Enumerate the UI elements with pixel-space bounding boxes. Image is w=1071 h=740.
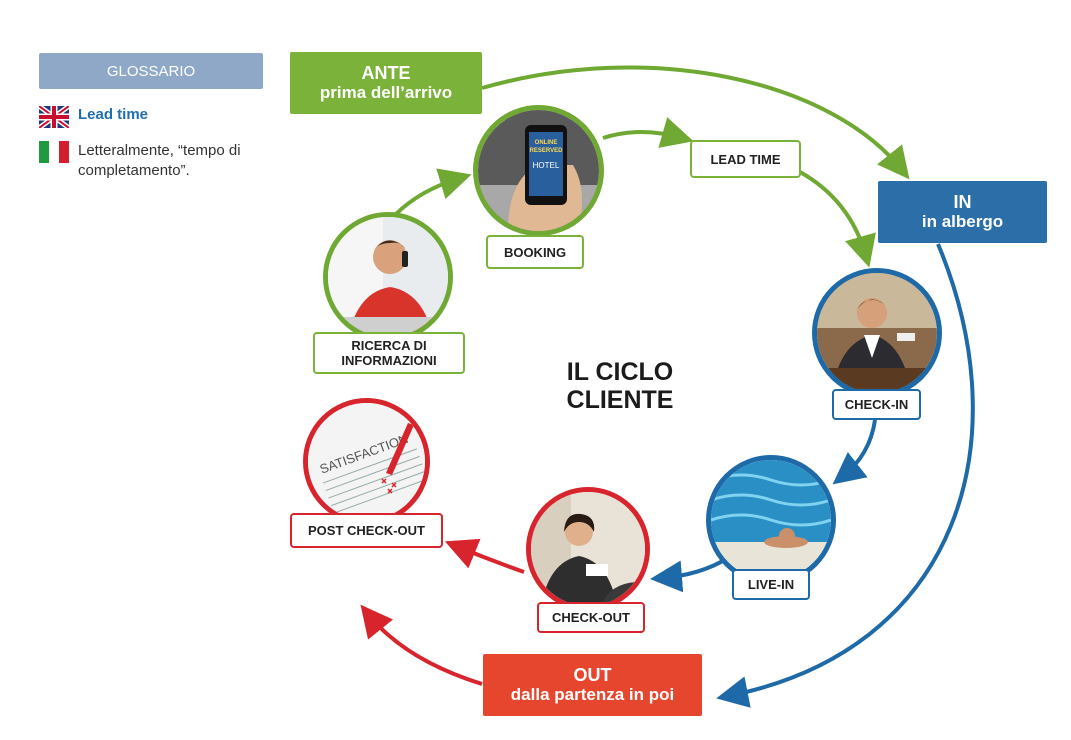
italy-flag-icon bbox=[39, 141, 69, 163]
phase-in-title: IN bbox=[953, 192, 972, 212]
uk-flag-icon bbox=[39, 106, 69, 128]
phase-out-subtitle: dalla partenza in poi bbox=[510, 685, 675, 704]
cycle-title: IL CICLO CLIENTE bbox=[566, 358, 674, 414]
phase-in-subtitle: in albergo bbox=[921, 212, 1004, 231]
step-ricerca-label: RICERCA DI INFORMAZIONI bbox=[341, 338, 437, 368]
arrow-checkout-to-post bbox=[444, 538, 525, 574]
step-lead-time: LEAD TIME bbox=[690, 140, 801, 178]
arrow-leadtime-to-checkin bbox=[799, 170, 876, 268]
post-check-out-photo: SATISFACTION bbox=[303, 398, 430, 525]
phone-screen-line2: RESERVED bbox=[530, 148, 564, 154]
step-post-check-out-label: POST CHECK-OUT bbox=[308, 523, 425, 538]
man-on-phone-illustration bbox=[328, 217, 448, 337]
arrow-in-to-out bbox=[716, 243, 975, 708]
glossary-definition-row: Letteralmente, “tempo di completamento”. bbox=[39, 141, 263, 181]
phase-out: OUT dalla partenza in poi bbox=[483, 654, 702, 716]
check-in-photo bbox=[812, 268, 942, 398]
step-live-in-label: LIVE-IN bbox=[747, 577, 795, 592]
glossary-definition: Letteralmente, “tempo di completamento”. bbox=[78, 142, 241, 179]
phase-in: IN in albergo bbox=[878, 181, 1047, 243]
step-booking: BOOKING bbox=[486, 235, 584, 269]
arrow-booking-to-leadtime bbox=[602, 117, 694, 148]
phase-out-title: OUT bbox=[573, 665, 612, 685]
step-live-in: LIVE-IN bbox=[732, 569, 810, 600]
arrow-livein-to-checkout bbox=[650, 556, 730, 593]
glossary-term-row: Lead time bbox=[39, 106, 148, 128]
arrow-checkin-to-livein bbox=[832, 419, 877, 485]
glossary-header: GLOSSARIO bbox=[39, 53, 263, 89]
satisfaction-survey-illustration: SATISFACTION bbox=[308, 403, 425, 520]
step-post-check-out: POST CHECK-OUT bbox=[290, 513, 443, 548]
step-booking-label: BOOKING bbox=[503, 244, 567, 260]
step-check-out: CHECK-OUT bbox=[537, 602, 645, 633]
arrow-ricerca-to-booking bbox=[393, 168, 472, 217]
step-lead-time-label: LEAD TIME bbox=[710, 151, 781, 167]
arrow-out-to-loop bbox=[360, 604, 483, 686]
check-out-photo bbox=[526, 487, 650, 611]
phase-ante-subtitle: prima dell’arrivo bbox=[319, 83, 453, 102]
phone-screen-line1: ONLINE bbox=[535, 140, 558, 146]
receptionist-illustration bbox=[817, 273, 937, 393]
live-in-photo bbox=[706, 455, 836, 585]
pool-illustration bbox=[711, 460, 831, 580]
booking-photo: ONLINE RESERVED HOTEL bbox=[473, 105, 604, 236]
step-check-out-label: CHECK-OUT bbox=[552, 610, 630, 625]
phone-screen-line3: HOTEL bbox=[533, 161, 560, 170]
smartphone-booking-illustration: ONLINE RESERVED HOTEL bbox=[478, 110, 599, 231]
step-check-in-label: CHECK-IN bbox=[844, 397, 909, 412]
step-ricerca: RICERCA DI INFORMAZIONI bbox=[313, 332, 465, 374]
arrow-ante-to-in bbox=[481, 65, 910, 180]
check-out-reception-illustration bbox=[531, 492, 645, 606]
step-check-in: CHECK-IN bbox=[832, 389, 921, 420]
ricerca-photo bbox=[323, 212, 453, 342]
phase-ante: ANTE prima dell’arrivo bbox=[290, 52, 482, 114]
glossary-term: Lead time bbox=[78, 106, 149, 123]
phase-ante-title: ANTE bbox=[361, 63, 411, 83]
